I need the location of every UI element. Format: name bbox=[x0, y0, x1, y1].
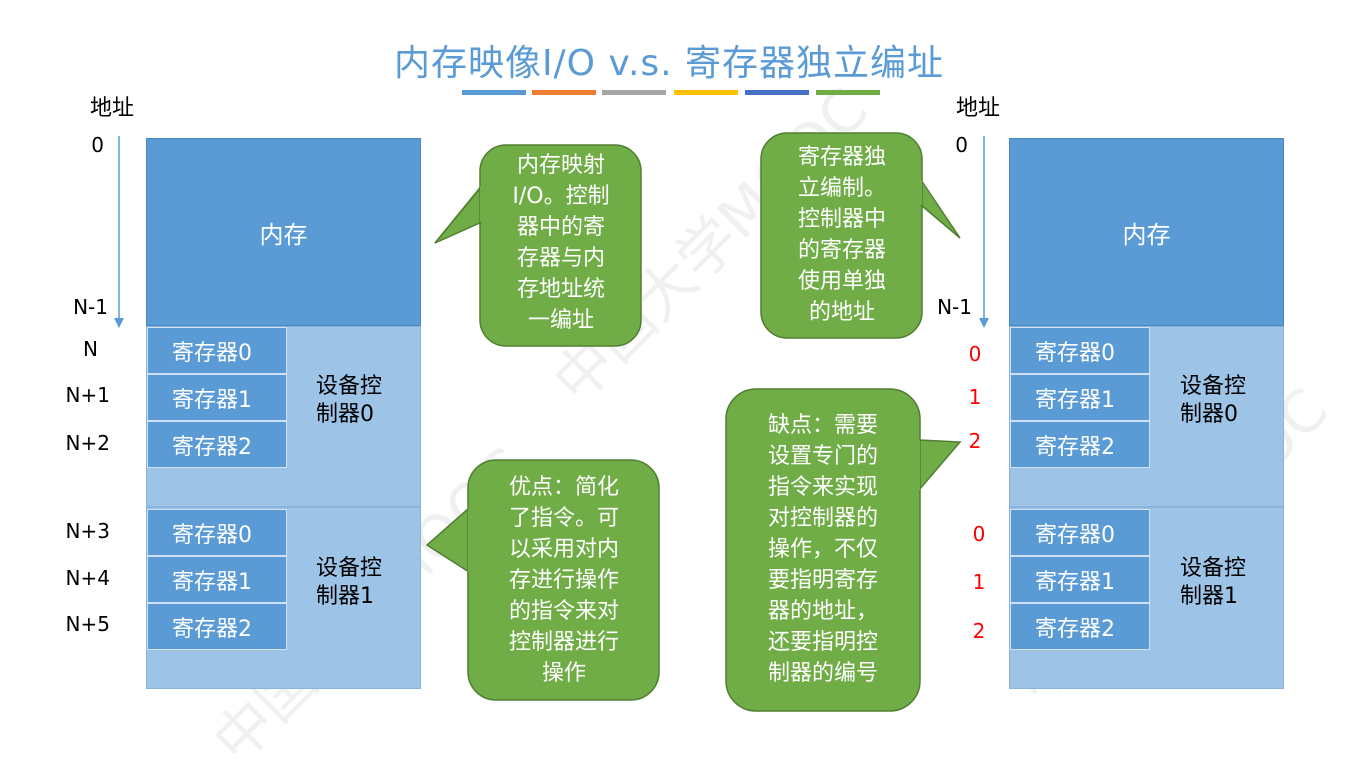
disadvantage-bubble-text: 缺点：需要 设置专门的 指令来实现 对控制器的 操作，不仅 要指明寄存 器的地址… bbox=[767, 413, 878, 686]
register-2: 寄存器2 bbox=[147, 421, 287, 468]
disadvantage-bubble bbox=[725, 388, 962, 712]
address-n+3: N+3 bbox=[65, 519, 110, 543]
title-strip bbox=[816, 90, 880, 95]
register-number: 1 bbox=[972, 570, 986, 594]
mmio-bubble bbox=[434, 144, 642, 347]
controller-name: 设备控 制器0 bbox=[1180, 374, 1247, 427]
register-2: 寄存器2 bbox=[147, 603, 287, 650]
register-1: 寄存器1 bbox=[147, 374, 287, 421]
address-n+1: N+1 bbox=[65, 383, 110, 407]
register-number: 1 bbox=[968, 385, 982, 409]
address-n+2: N+2 bbox=[65, 431, 110, 455]
page-title: 内存映像I/O v.s. 寄存器独立编址 bbox=[393, 43, 945, 84]
address-label: 地址 bbox=[956, 96, 1001, 121]
mmio-bubble-text: 内存映射 I/O。控制 器中的寄 存器与内 存地址统 一编址 bbox=[512, 153, 610, 333]
controller-name: 设备控 制器1 bbox=[1180, 556, 1247, 609]
address-n: N bbox=[83, 337, 98, 361]
title-strip bbox=[602, 90, 666, 95]
register-number: 2 bbox=[968, 429, 982, 453]
memory-block: 内存 bbox=[1009, 138, 1284, 326]
register-2: 寄存器2 bbox=[1010, 603, 1150, 650]
address-arrow bbox=[979, 136, 989, 328]
title-strip bbox=[532, 90, 596, 95]
register-2: 寄存器2 bbox=[1010, 421, 1150, 468]
register-1: 寄存器1 bbox=[1010, 556, 1150, 603]
address-label: 地址 bbox=[90, 96, 135, 121]
title-strip bbox=[745, 90, 809, 95]
address-0: 0 bbox=[91, 133, 104, 157]
register-0: 寄存器0 bbox=[147, 327, 287, 374]
register-number: 0 bbox=[968, 342, 982, 366]
memory-label: 内存 bbox=[259, 220, 308, 249]
register-1: 寄存器1 bbox=[1010, 374, 1150, 421]
address-arrow bbox=[114, 136, 124, 328]
advantage-bubble-text: 优点：简化 了指令。可 以采用对内 存进行操作 的指令来对 控制器进行 操作 bbox=[508, 475, 619, 686]
title-strip bbox=[674, 90, 738, 95]
address-n-1: N-1 bbox=[73, 295, 108, 319]
register-0: 寄存器0 bbox=[147, 509, 287, 556]
controller-name: 设备控 制器0 bbox=[316, 374, 383, 427]
advantage-bubble bbox=[425, 459, 660, 701]
controller-name: 设备控 制器1 bbox=[316, 556, 383, 609]
address-n+4: N+4 bbox=[65, 566, 110, 590]
memory-label: 内存 bbox=[1122, 220, 1171, 249]
register-0: 寄存器0 bbox=[1010, 509, 1150, 556]
separate-address-bubble-text: 寄存器独 立编制。 控制器中 的寄存器 使用单独 的地址 bbox=[797, 145, 886, 325]
address-0: 0 bbox=[955, 133, 968, 157]
register-number: 2 bbox=[972, 619, 986, 643]
register-1: 寄存器1 bbox=[147, 556, 287, 603]
address-n+5: N+5 bbox=[65, 612, 110, 636]
title-strip bbox=[462, 90, 526, 95]
separate-address-bubble bbox=[760, 132, 961, 339]
register-0: 寄存器0 bbox=[1010, 327, 1150, 374]
address-n-1: N-1 bbox=[937, 295, 972, 319]
memory-block: 内存 bbox=[146, 138, 421, 326]
register-number: 0 bbox=[972, 522, 986, 546]
